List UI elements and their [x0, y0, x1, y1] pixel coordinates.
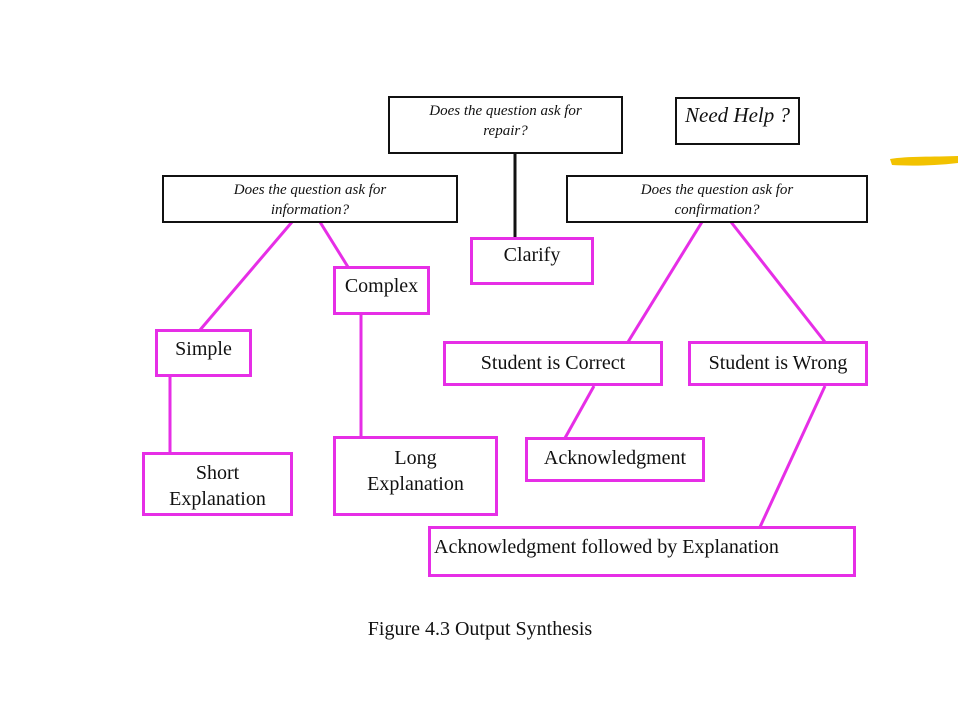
long-explanation-box: Long Explanation	[333, 436, 498, 516]
clarify-label: Clarify	[503, 244, 561, 266]
ack-explanation-box: Acknowledgment followed by Explanation	[428, 526, 856, 577]
short-explanation-box: Short Explanation	[142, 452, 293, 516]
figure-caption: Figure 4.3 Output Synthesis	[367, 618, 593, 640]
question-repair-line1: Does the question ask for	[429, 103, 582, 119]
long-explanation-line1: Long	[394, 447, 437, 469]
student-correct-box: Student is Correct	[443, 341, 663, 386]
connector-information-complex	[318, 221, 350, 268]
long-explanation-line2: Explanation	[367, 473, 464, 495]
need-help-label: Need Help ?	[685, 103, 790, 127]
complex-box: Complex	[333, 266, 430, 315]
question-information-line1: Does the question ask for	[233, 182, 387, 198]
connector-information-simple	[198, 221, 294, 331]
question-repair-line2: repair?	[483, 123, 528, 139]
question-confirmation-line1: Does the question ask for	[640, 182, 794, 198]
acknowledgment-label: Acknowledgment	[543, 447, 687, 469]
student-wrong-label: Student is Wrong	[708, 352, 848, 374]
connector-confirmation-correct	[626, 221, 704, 343]
ack-explanation-label: Acknowledgment followed by Explanation	[434, 536, 779, 558]
complex-label: Complex	[344, 275, 419, 297]
acknowledgment-box: Acknowledgment	[525, 437, 705, 482]
connector-wrong-ackexplain	[758, 385, 827, 528]
highlighter-stroke	[890, 156, 958, 166]
question-information-line2: information?	[270, 202, 350, 218]
short-explanation-line1: Short	[195, 462, 240, 484]
connector-correct-ack	[563, 385, 596, 439]
question-confirmation-line2: confirmation?	[674, 202, 760, 218]
short-explanation-line2: Explanation	[169, 488, 266, 510]
clarify-box: Clarify	[470, 237, 594, 285]
question-repair-box: Does the question ask for repair?	[388, 96, 623, 154]
question-information-box: Does the question ask for information?	[162, 175, 458, 223]
connector-confirmation-wrong	[729, 221, 827, 343]
student-wrong-box: Student is Wrong	[688, 341, 868, 386]
simple-label: Simple	[175, 338, 232, 360]
simple-box: Simple	[155, 329, 252, 377]
need-help-box: Need Help ?	[675, 97, 800, 145]
question-confirmation-box: Does the question ask for confirmation?	[566, 175, 868, 223]
student-correct-label: Student is Correct	[480, 352, 626, 374]
